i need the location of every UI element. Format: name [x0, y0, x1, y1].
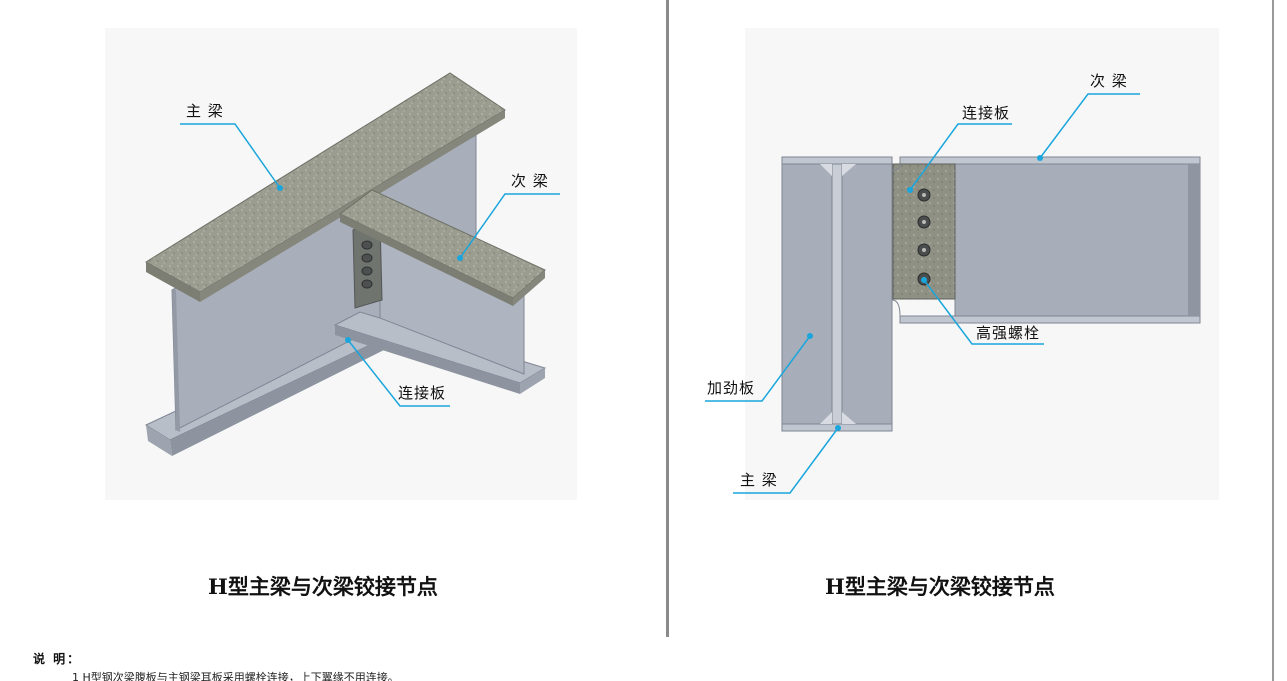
main-beam-left-cavity	[781, 163, 833, 425]
right-label-high-strength-bolt: 高强螺栓	[976, 324, 1041, 342]
left-callout-lines	[180, 123, 560, 407]
right-label-secondary-beam: 次 梁	[1090, 72, 1128, 90]
stiffener-plate	[831, 163, 843, 425]
main-beam-top-flange-section	[781, 156, 893, 165]
right-label-main-beam: 主 梁	[740, 471, 778, 489]
left-beam-isometric-drawing	[144, 72, 560, 456]
right-beam-elevation-drawing	[705, 93, 1201, 494]
right-figure-caption: H型主梁与次梁铰接节点	[825, 574, 1055, 599]
left-label-main-beam: 主 梁	[186, 102, 224, 120]
page-divider	[666, 0, 669, 637]
left-label-secondary-beam: 次 梁	[511, 172, 549, 190]
notes-heading: 说 明：	[33, 652, 82, 666]
page-right-edge	[1272, 0, 1274, 681]
secondary-beam-web-section	[954, 163, 1201, 317]
right-label-connection-plate: 连接板	[962, 104, 1011, 122]
bolt-group	[361, 240, 373, 289]
right-label-stiffener: 加劲板	[707, 379, 756, 397]
left-figure-caption: H型主梁与次梁铰接节点	[208, 574, 438, 599]
secondary-beam-top-flange-section	[899, 156, 1201, 165]
right-callout-lines	[705, 93, 1140, 494]
notes-item-1: 1 H型钢次梁腹板与主钢梁耳板采用螺栓连接，上下翼缘不用连接。	[72, 671, 399, 681]
main-beam-right-cavity	[841, 163, 893, 425]
left-label-connection-plate: 连接板	[398, 384, 447, 402]
secondary-beam-bottom-flange-section	[899, 315, 1201, 324]
